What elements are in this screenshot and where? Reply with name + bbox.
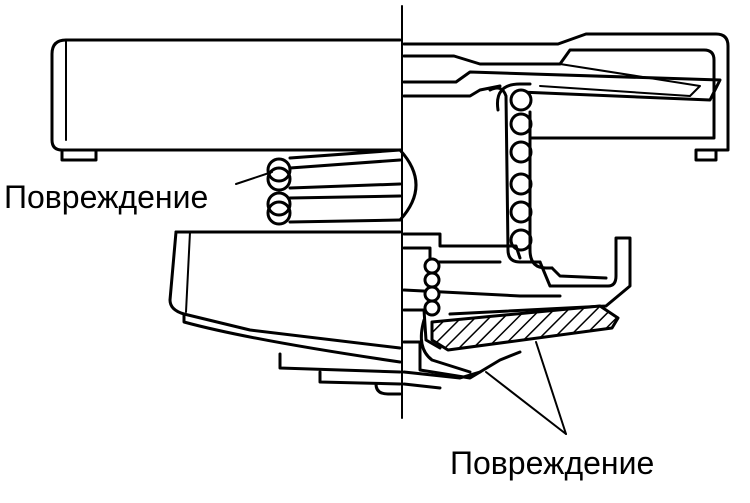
valve-body-left xyxy=(168,230,402,396)
cap-outer-shell xyxy=(50,38,402,162)
damage-label-lower: Повреждение xyxy=(450,445,654,481)
cap-shell-section xyxy=(402,32,730,162)
upper-spring xyxy=(488,82,554,270)
valve-body-section xyxy=(402,232,632,350)
lower-spring xyxy=(423,257,441,317)
rubber-seal xyxy=(402,304,620,380)
left-spring-coils xyxy=(266,148,418,226)
damage-leader-lines xyxy=(235,171,567,435)
damage-label-upper: Повреждение xyxy=(4,179,208,215)
lower-valve-disc xyxy=(402,370,482,390)
